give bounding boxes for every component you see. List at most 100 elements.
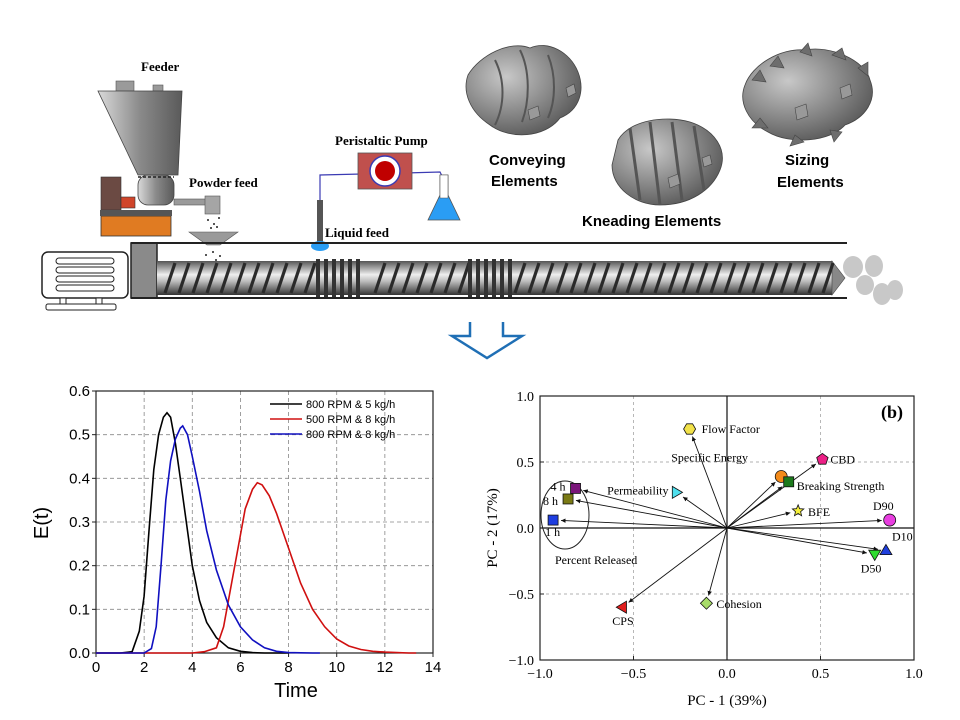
pca-x-tick-label: 0.0 — [718, 667, 736, 682]
liquid-feed-label: Liquid feed — [325, 225, 390, 240]
pca-y-tick-label: −1.0 — [509, 654, 534, 669]
marker-diamond — [699, 596, 713, 610]
conveying-elements-label: Conveying — [489, 152, 566, 169]
pca-x-axis-label: PC - 1 (39%) — [687, 693, 767, 709]
marker-pentagon — [816, 452, 829, 465]
point-label: Cohesion — [716, 597, 761, 611]
point-label: 4 h — [551, 479, 566, 493]
rtd-gridlines — [96, 391, 433, 653]
loading-vector — [726, 511, 791, 529]
rtd-y-axis-label: E(t) — [31, 507, 53, 539]
marker-triangle-left — [615, 600, 627, 614]
point-label: 1 h — [545, 525, 560, 539]
marker-triangle-right — [671, 485, 684, 500]
legend-label-1: 800 RPM & 5 kg/h — [306, 399, 395, 411]
rtd-x-tick-label: 14 — [425, 659, 442, 676]
loading-vector — [726, 527, 867, 555]
rtd-x-tick-label: 10 — [328, 659, 345, 676]
point-label: D10 — [892, 529, 913, 543]
pca-y-tick-label: −0.5 — [509, 588, 534, 603]
extruder-barrel — [130, 242, 903, 305]
conveying-elements-label-2: Elements — [491, 173, 558, 190]
motor-icon — [41, 251, 129, 311]
sizing-elements-icon — [742, 42, 873, 147]
loading-vector — [682, 496, 728, 529]
point-label: Specific Energy — [671, 451, 748, 465]
rtd-y-tick-label: 0.5 — [69, 427, 90, 444]
point-label: CBD — [830, 452, 855, 466]
pca-x-tick-label: 0.5 — [812, 667, 830, 682]
marker-triangle-up — [879, 543, 893, 556]
marker-star — [791, 503, 805, 517]
rtd-y-tick-label: 0.2 — [69, 558, 90, 575]
powder-feed-label: Powder feed — [189, 175, 258, 190]
pca-y-tick-label: 0.0 — [517, 522, 535, 537]
loading-vector — [691, 436, 728, 529]
feeder-label: Feeder — [141, 59, 179, 74]
marker-hexagon — [683, 423, 697, 435]
peristaltic-pump-icon — [311, 152, 445, 251]
loading-vector — [561, 518, 728, 529]
marker-square — [783, 476, 795, 488]
sizing-elements-label-2: Elements — [777, 174, 844, 191]
loading-vector — [726, 486, 783, 529]
point-label: Breaking Strength — [797, 479, 885, 493]
legend-label-2: 500 RPM & 8 kg/h — [306, 414, 395, 426]
rtd-y-tick-label: 0.3 — [69, 514, 90, 531]
rtd-x-tick-label: 4 — [188, 659, 196, 676]
peristaltic-pump-label: Peristaltic Pump — [335, 133, 428, 148]
rtd-series-line-2 — [96, 481, 417, 654]
point-label: CPS — [612, 614, 633, 628]
sizing-elements-label: Sizing — [785, 152, 829, 169]
pca-x-tick-label: −0.5 — [621, 667, 646, 682]
rtd-y-tick-label: 0.4 — [69, 470, 90, 487]
feeder-hopper-icon — [97, 80, 221, 237]
point-label: D50 — [861, 561, 882, 575]
rtd-x-axis-label: Time — [274, 680, 318, 702]
loading-vector — [726, 527, 879, 551]
loading-vector — [575, 498, 728, 529]
point-label: Flow Factor — [702, 422, 760, 436]
rtd-x-tick-label: 2 — [140, 659, 148, 676]
rtd-x-tick-label: 0 — [92, 659, 100, 676]
point-label: Permeability — [607, 483, 668, 497]
rtd-series-line-1 — [96, 411, 289, 654]
marker-square — [570, 482, 581, 494]
rtd-series-line-3 — [96, 424, 320, 654]
panel-label: (b) — [881, 402, 903, 423]
loading-vector — [726, 481, 776, 529]
percent-released-ellipse — [540, 480, 590, 550]
marker-triangle-down — [868, 549, 882, 562]
powder-funnel-icon — [188, 217, 239, 265]
conveying-elements-icon — [465, 45, 582, 136]
marker-circle — [883, 513, 897, 527]
point-label: 8 h — [543, 494, 558, 508]
pca-x-tick-label: 1.0 — [905, 667, 923, 682]
rtd-y-tick-label: 0.0 — [69, 645, 90, 662]
marker-square — [562, 493, 574, 505]
kneading-elements-icon — [611, 118, 723, 206]
pca-x-tick-label: −1.0 — [527, 667, 552, 682]
legend-label-3: 800 RPM & 8 kg/h — [306, 429, 395, 441]
down-arrow-icon — [447, 322, 527, 360]
rtd-y-tick-label: 0.6 — [69, 383, 90, 400]
pca-loading-vectors — [561, 436, 882, 603]
rtd-x-tick-label: 12 — [377, 659, 394, 676]
pca-y-tick-label: 0.5 — [517, 456, 535, 471]
loading-vector — [583, 489, 728, 529]
granules-icon — [843, 255, 903, 305]
pca-y-axis-label: PC - 2 (17%) — [485, 488, 501, 568]
rtd-x-tick-label: 6 — [236, 659, 244, 676]
point-label: D90 — [873, 499, 894, 513]
process-diagram: Feeder Powder feed Peristaltic P — [41, 42, 903, 360]
liquid-flask-icon — [427, 174, 461, 221]
loading-vector — [707, 527, 728, 596]
loading-vector — [628, 527, 728, 603]
rtd-legend: 800 RPM & 5 kg/h 500 RPM & 8 kg/h 800 RPM … — [270, 399, 395, 441]
rtd-x-tick-label: 8 — [284, 659, 292, 676]
